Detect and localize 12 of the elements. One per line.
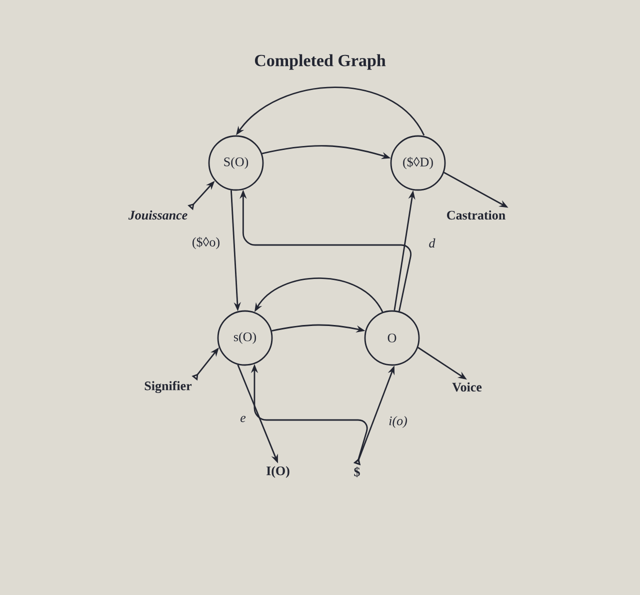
symbol-label: i(o) — [389, 416, 407, 428]
symbol-label: ($◊o) — [192, 236, 220, 250]
symbol-label: d — [429, 238, 436, 248]
vector-label: $ — [354, 466, 360, 478]
vector-label: Signifier — [144, 381, 192, 394]
vector-label: Voice — [452, 382, 482, 392]
arrow — [236, 86, 425, 136]
title: Completed Graph — [254, 54, 386, 70]
symbol-label: e — [240, 416, 246, 422]
vector-label: I(O) — [266, 466, 290, 478]
vector-label: Jouissance — [128, 210, 188, 220]
vector-label: Castration — [447, 210, 506, 220]
